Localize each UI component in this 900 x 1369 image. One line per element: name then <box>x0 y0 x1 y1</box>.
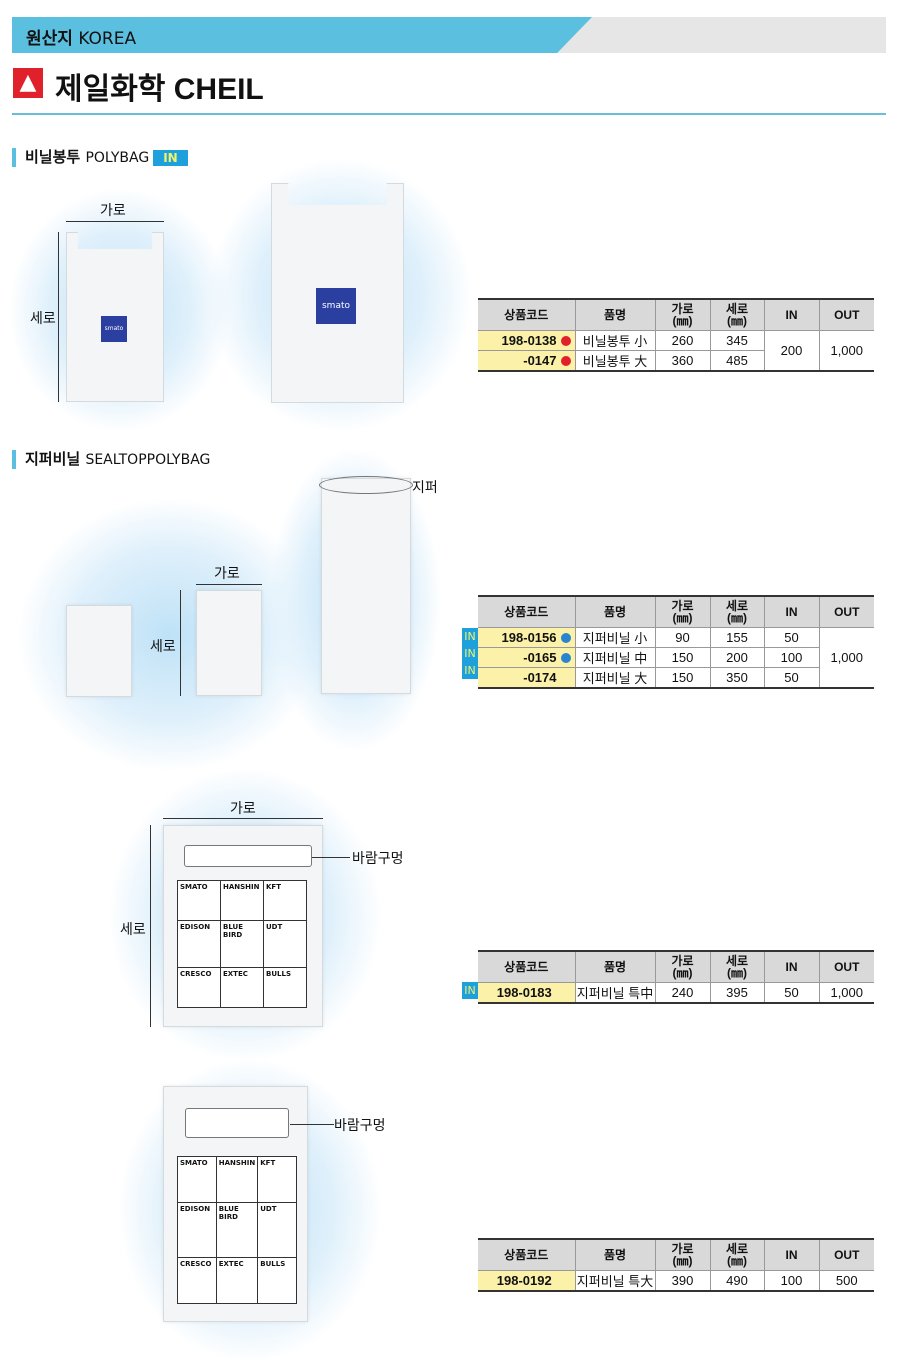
header-divider <box>12 113 886 115</box>
col-in: IN <box>763 1239 819 1270</box>
col-height: 세로(㎜) <box>709 299 764 330</box>
col-code: 상품코드 <box>478 1239 575 1270</box>
sealbag-medium-image <box>196 590 262 696</box>
in-badge: IN <box>153 150 188 166</box>
col-out: OUT <box>818 1239 874 1270</box>
sealbag-small-image <box>66 605 132 697</box>
col-width: 가로(㎜) <box>654 299 710 330</box>
blue-dot-icon <box>560 632 571 643</box>
col-code: 상품코드 <box>478 299 575 330</box>
origin-label: 원산지 <box>26 29 73 49</box>
origin-bar-accent <box>12 17 592 53</box>
width-label: 가로 <box>230 801 256 817</box>
section-title-kr: 비닐봉투 <box>25 148 81 166</box>
col-width: 가로(㎜) <box>654 951 710 982</box>
in-badge: IN <box>462 662 478 679</box>
col-width: 가로(㎜) <box>654 1239 710 1270</box>
label-window <box>184 845 312 867</box>
col-in: IN <box>763 951 819 982</box>
section-title-en: SEALTOPPOLYBAG <box>85 452 211 468</box>
col-height: 세로(㎜) <box>709 1239 764 1270</box>
width-arrow <box>66 221 164 222</box>
col-out: OUT <box>818 596 874 627</box>
zipper-label: 지퍼 <box>412 480 438 496</box>
bag-label: smato <box>316 288 356 324</box>
zipper-outline <box>319 476 413 494</box>
label-window <box>185 1108 289 1138</box>
height-arrow <box>150 825 151 1027</box>
col-code: 상품코드 <box>478 596 575 627</box>
section-title-kr: 지퍼비닐 <box>25 450 81 468</box>
bag-label: smato <box>101 316 127 342</box>
in-badge: IN <box>462 645 478 662</box>
col-name: 품명 <box>574 596 655 627</box>
col-height: 세로(㎜) <box>709 596 764 627</box>
air-hole-label: 바람구멍 <box>334 1118 386 1134</box>
height-arrow <box>58 232 59 402</box>
blue-dot-icon <box>560 652 571 663</box>
col-height: 세로(㎜) <box>709 951 764 982</box>
col-name: 품명 <box>574 299 655 330</box>
height-arrow <box>180 590 181 696</box>
air-hole-label: 바람구멍 <box>352 851 404 867</box>
brand-title: 제일화학 CHEIL <box>55 73 264 106</box>
col-in: IN <box>763 596 819 627</box>
col-code: 상품코드 <box>478 951 575 982</box>
in-badge: IN <box>462 982 478 999</box>
red-dot-icon <box>560 355 571 366</box>
col-in: IN <box>763 299 819 330</box>
width-arrow <box>196 584 262 585</box>
height-label: 세로 <box>30 311 56 327</box>
section-sealtop-title: 지퍼비닐 SEALTOPPOLYBAG <box>12 450 210 469</box>
sealbag-large-image <box>321 478 411 694</box>
brand-logo-icon: ▲ <box>13 68 43 98</box>
col-out: OUT <box>818 951 874 982</box>
in-badge: IN <box>462 628 478 645</box>
width-arrow <box>163 818 323 819</box>
col-name: 품명 <box>574 951 655 982</box>
col-out: OUT <box>818 299 874 330</box>
width-label: 가로 <box>214 566 240 582</box>
air-hole-pointer <box>312 857 350 858</box>
section-title-en: POLYBAG <box>85 150 150 166</box>
origin-value: KOREA <box>78 29 137 49</box>
air-hole-pointer <box>290 1124 334 1125</box>
red-dot-icon <box>560 335 571 346</box>
height-label: 세로 <box>120 922 146 938</box>
col-width: 가로(㎜) <box>654 596 710 627</box>
col-name: 품명 <box>574 1239 655 1270</box>
height-label: 세로 <box>150 639 176 655</box>
origin: 원산지 KOREA <box>26 24 136 49</box>
width-label: 가로 <box>100 203 126 219</box>
